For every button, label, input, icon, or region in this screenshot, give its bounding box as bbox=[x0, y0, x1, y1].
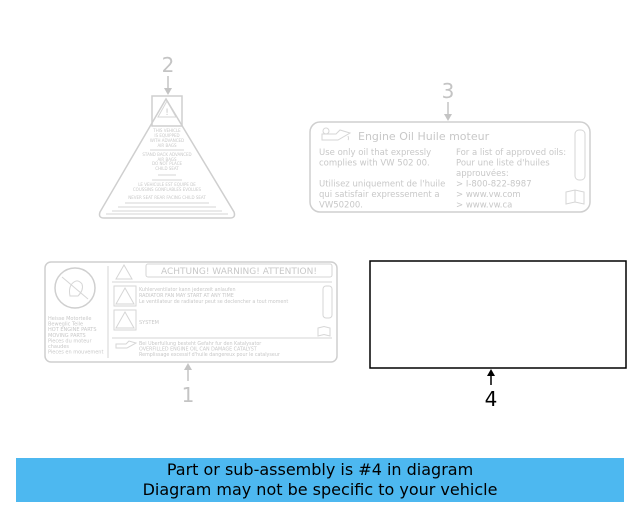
warning-banner-text: ACHTUNG! WARNING! ATTENTION! bbox=[161, 267, 317, 277]
warning-left-line: Heisse Motorteile bbox=[48, 316, 91, 322]
warning-left-line: Pieces en mouvement bbox=[48, 350, 103, 356]
warning-left-line: Pieces du moteur bbox=[48, 338, 92, 344]
warning-row3-line: Bei Uberfullung besteht Gefahr fur den K… bbox=[139, 341, 261, 347]
oil-left-line: complies with VW 502 00. bbox=[319, 159, 430, 169]
warning-row1-line: RADIATOR FAN MAY START AT ANY TIME bbox=[139, 293, 234, 299]
oil-right-line: approuvées: bbox=[456, 168, 509, 179]
pyramid-top-box bbox=[151, 95, 183, 127]
oil-label-right-text: For a list of approved oils:Pour une lis… bbox=[456, 148, 566, 211]
warning-row-3-text: Bei Uberfullung besteht Gefahr fur den K… bbox=[139, 341, 280, 358]
warning-banner-box bbox=[145, 263, 333, 278]
callout-2-arrowhead bbox=[164, 88, 172, 95]
achtung-triangle-icon bbox=[115, 263, 133, 280]
warning-left-line: chaudes bbox=[48, 344, 69, 350]
part-3-engine-oil-label[interactable]: 3 Engine Oil Huile moteur Use only oil t… bbox=[309, 79, 591, 213]
oil-left-line: Use only oil that expressly bbox=[319, 148, 431, 158]
hot-surface-icon bbox=[54, 267, 96, 309]
pyramid-line: NEVER SEAT REAR FACING CHILD SEAT bbox=[128, 195, 206, 200]
part-4-outline bbox=[369, 260, 627, 369]
callout-2: 2 bbox=[162, 53, 175, 77]
pyramid-line: IS EQUIPPED bbox=[154, 133, 179, 138]
pyramid-line: DO NOT PLACE bbox=[152, 161, 183, 166]
warning-label-slot bbox=[322, 285, 333, 319]
warning-row-1-text: Kuhlerventilator kann jederzeit anlaufen… bbox=[139, 287, 288, 305]
pyramid-line: CHILD SEAT bbox=[155, 166, 179, 171]
pyramid-line: COUSSINS GONFLABLES EVOLUES bbox=[133, 187, 202, 192]
callout-1-arrowhead bbox=[184, 363, 192, 370]
warning-left-line: MOVING PARTS bbox=[48, 333, 86, 339]
warning-left-line: HOT ENGINE PARTS bbox=[48, 327, 97, 333]
callout-4-arrowhead bbox=[487, 369, 495, 376]
oil-right-line: > I-800-822-8987 bbox=[456, 180, 532, 190]
warning-row2-line: SYSTEM bbox=[139, 320, 159, 326]
banner-line-1: Part or sub-assembly is #4 in diagram bbox=[166, 460, 474, 479]
pyramid-line: STAND BACK ADVANCED bbox=[142, 152, 191, 157]
warning-row3-line: Remplissage excessif d'huile dangereux p… bbox=[139, 352, 280, 358]
pyramid-line: WITH ADVANCED bbox=[150, 138, 184, 143]
oil-left-line: Utilisez uniquement de l'huile bbox=[319, 180, 445, 190]
warning-row1-line: Le ventilateur de radiateur peut se decl… bbox=[139, 299, 288, 305]
oil-right-line: For a list of approved oils: bbox=[456, 148, 566, 158]
pyramid-line: THIS VEHICLE bbox=[152, 128, 181, 133]
oil-left-line: qui satisfair expressement a bbox=[319, 190, 440, 200]
oil-right-line: > www.vw.ca bbox=[456, 201, 512, 211]
oil-label-heading: Engine Oil Huile moteur bbox=[358, 130, 490, 143]
book-icon bbox=[565, 189, 585, 205]
warning-left-line: Beweglic Teile bbox=[48, 322, 83, 328]
warning-label-outline bbox=[44, 261, 338, 363]
warning-row1-line: Kuhlerventilator kann jederzeit anlaufen bbox=[139, 287, 236, 293]
book-icon-small bbox=[317, 325, 331, 337]
banner-line-2: Diagram may not be specific to your vehi… bbox=[142, 480, 498, 499]
svg-text:!: ! bbox=[165, 108, 169, 118]
oil-can-icon bbox=[321, 127, 352, 141]
info-banner: Part or sub-assembly is #4 in diagram Di… bbox=[16, 458, 624, 502]
part-4-label[interactable]: 4 bbox=[369, 260, 627, 411]
pyramid-line: AIR BAGS bbox=[157, 143, 176, 148]
system-warning-icon bbox=[113, 309, 137, 331]
fan-warning-icon bbox=[113, 285, 137, 307]
pyramid-line: LE VEHICULE EST EQUIPE DE bbox=[138, 182, 196, 187]
oil-can-icon-small bbox=[115, 340, 138, 349]
warning-row-2-text: SYSTEM bbox=[139, 320, 159, 326]
callout-3: 3 bbox=[442, 79, 455, 103]
oil-label-outline bbox=[309, 121, 591, 213]
oil-left-line: VW50200. bbox=[319, 201, 363, 211]
warning-row3-line: OVERFILLED ENGINE OIL CAN DAMAGE CATALYS… bbox=[139, 347, 257, 353]
callout-3-arrowhead bbox=[444, 114, 452, 121]
callout-1: 1 bbox=[182, 383, 195, 407]
callout-4: 4 bbox=[485, 387, 498, 411]
pyramid-outline bbox=[98, 97, 236, 219]
oil-right-line: Pour une liste d'huiles bbox=[456, 159, 550, 169]
oil-right-line: > www.vw.com bbox=[456, 190, 521, 200]
oil-label-slot bbox=[574, 129, 586, 181]
pyramid-line: AIR BAGS bbox=[157, 157, 176, 162]
